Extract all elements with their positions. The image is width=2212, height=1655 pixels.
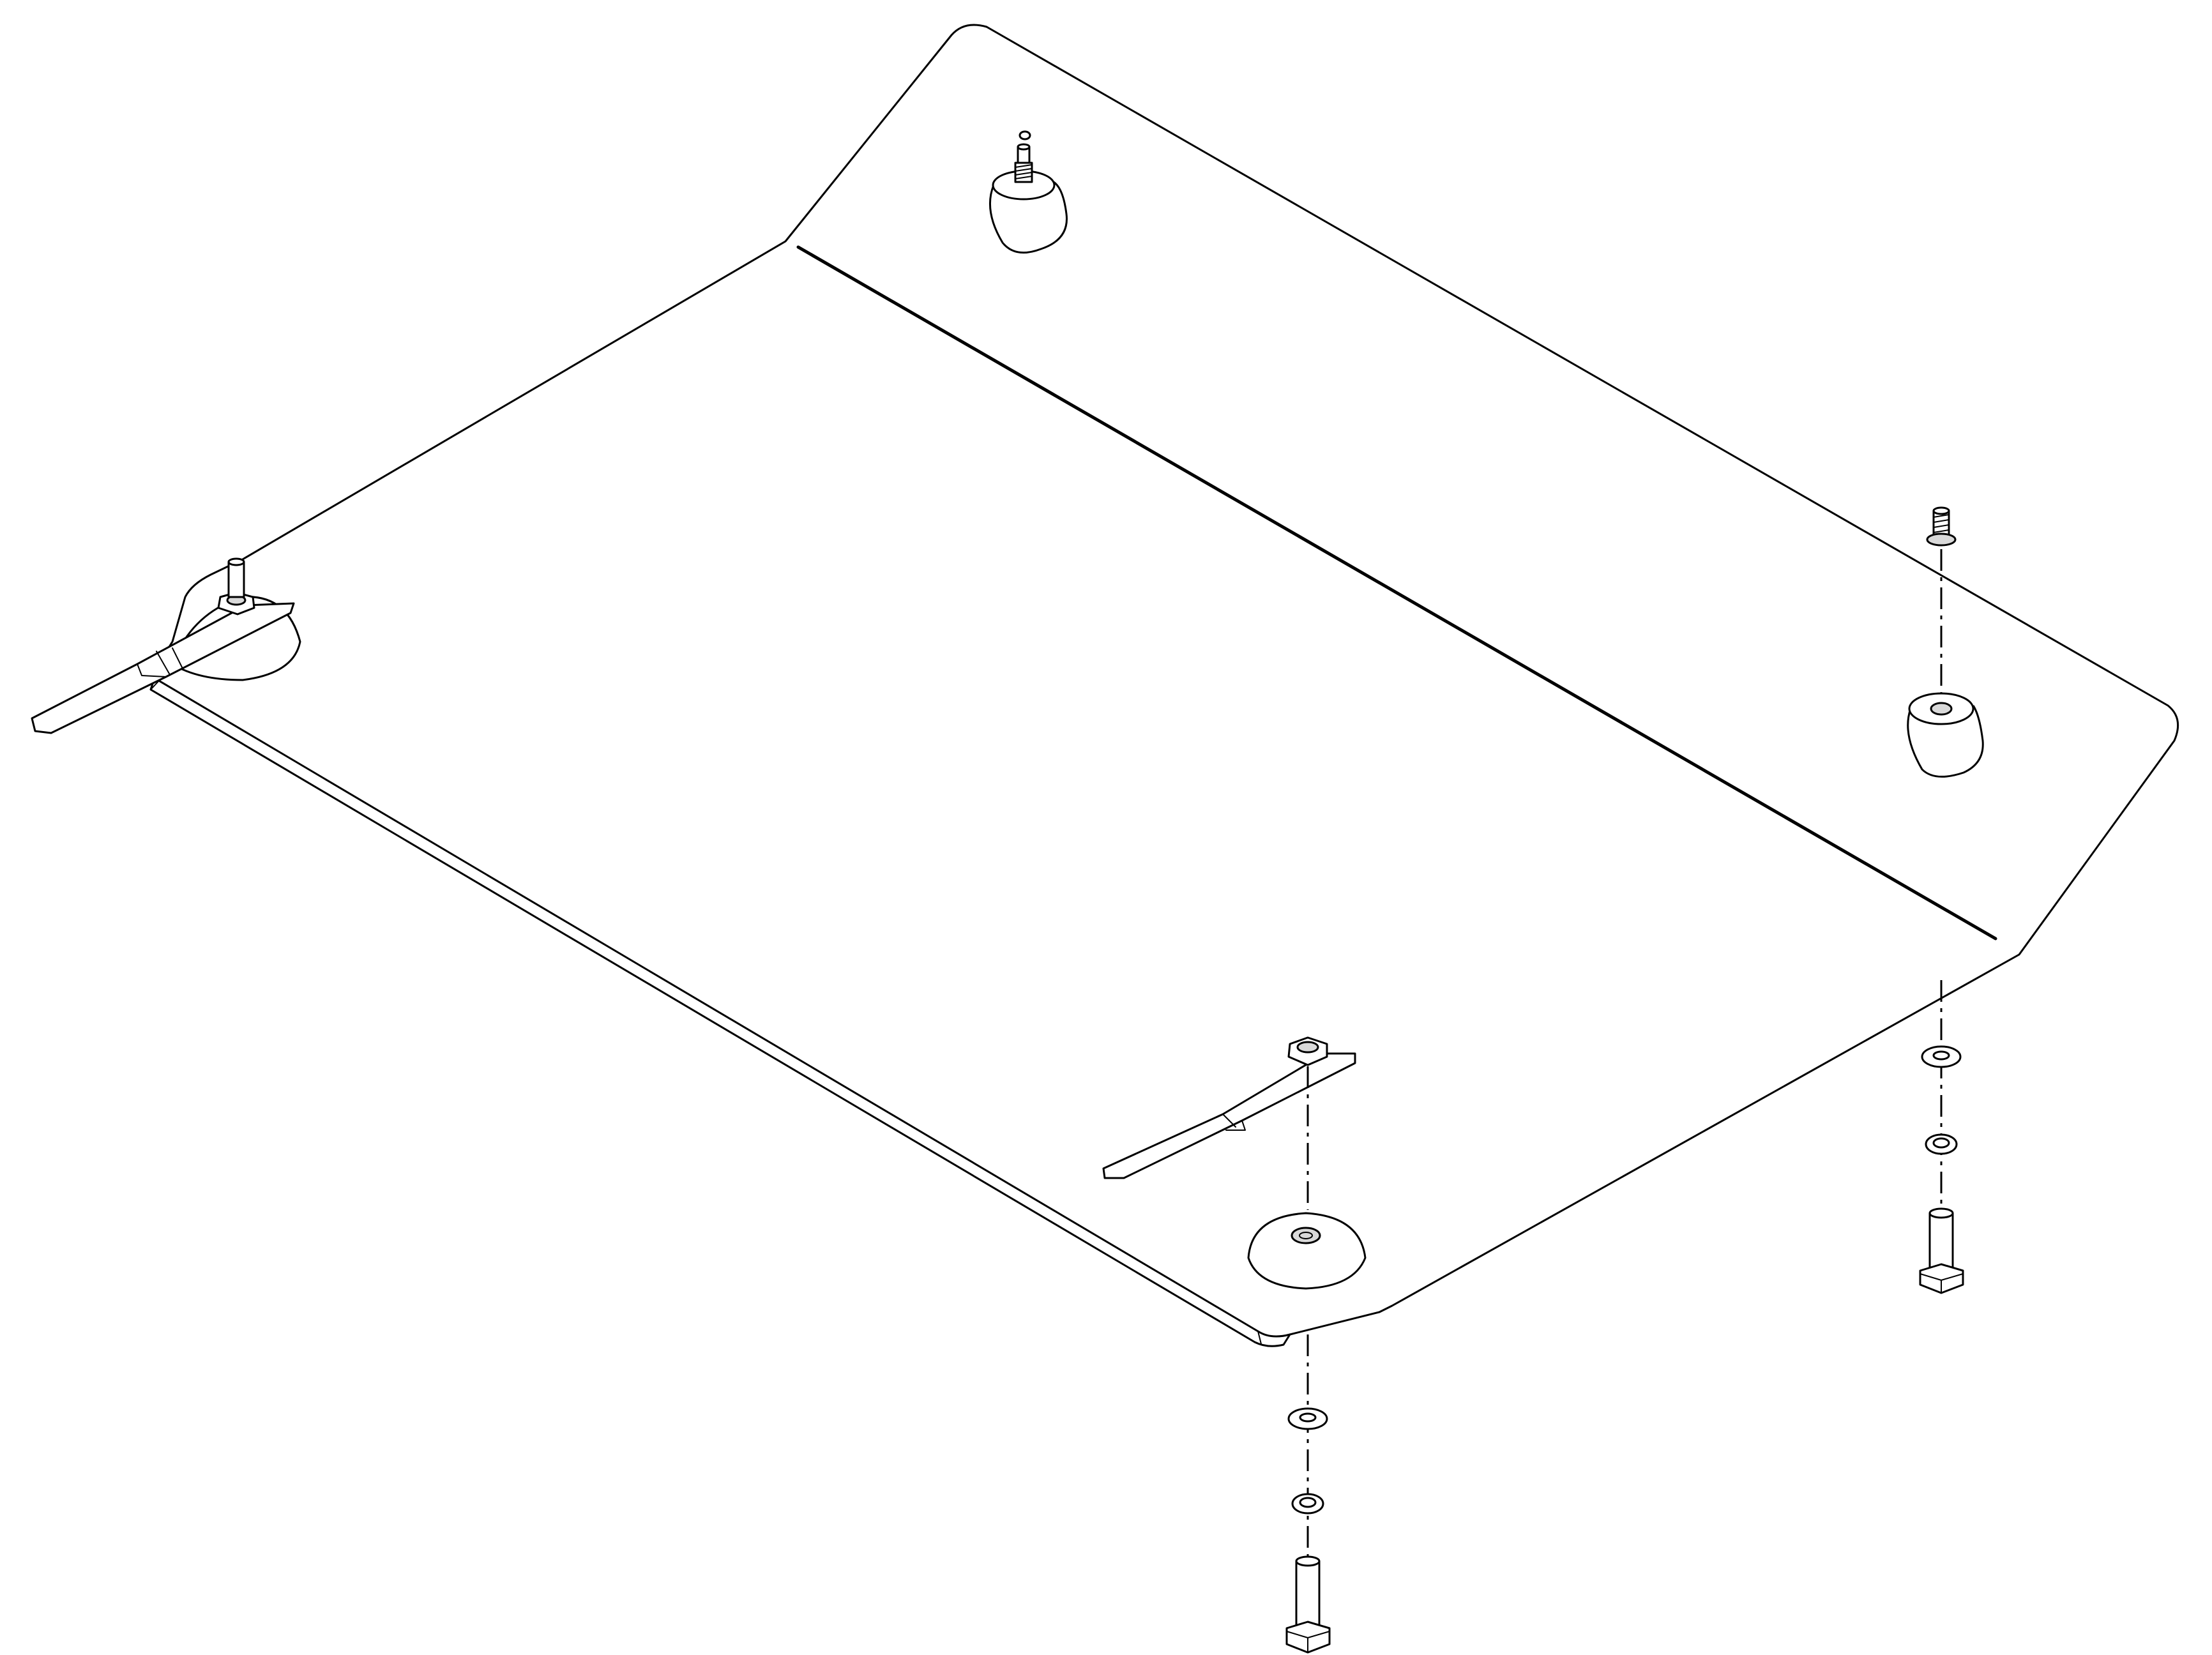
plate-thickness-edge [149, 677, 1291, 1347]
plate-bend-line [796, 245, 1997, 941]
flat-washer-front [1287, 1407, 1328, 1430]
plate-outline [153, 24, 2179, 1338]
hex-bolt-front [1285, 1555, 1331, 1654]
spring-washer-right [1925, 1133, 1958, 1155]
fastener-stack-front [1285, 1334, 1331, 1654]
spring-washer-front [1291, 1493, 1324, 1515]
mounting-strap-front [1102, 1036, 1356, 1210]
stud-cap [1019, 130, 1031, 140]
skid-plate [149, 24, 2179, 1347]
rubber-spacer-front [1247, 1212, 1367, 1290]
hex-bolt-right [1919, 1207, 1964, 1294]
rubber-spacer-rear-right [1907, 692, 1984, 778]
fastener-stack-right [1919, 980, 1964, 1294]
mounting-strap-left [31, 557, 301, 734]
flat-washer-right [1921, 1045, 1962, 1068]
stud-rear-right [1926, 506, 1957, 693]
rubber-spacer-rear-left [989, 130, 1068, 254]
